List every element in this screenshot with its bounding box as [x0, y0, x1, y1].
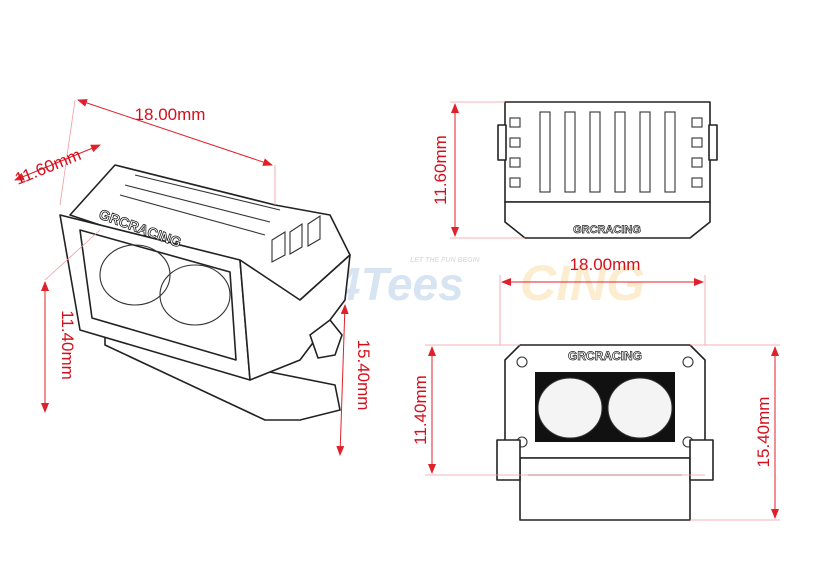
dim-top-depth: 11.60mm: [431, 135, 450, 205]
product-logo-front: GRCRACING: [568, 349, 642, 363]
isometric-view: GRCRACING: [59, 164, 351, 421]
dim-front-total-height: 15.40mm: [754, 397, 773, 468]
top-view: GRCRACING: [497, 101, 718, 239]
svg-text:4Tees: 4Tees: [334, 258, 464, 310]
front-view: GRCRACING: [496, 344, 714, 521]
lens-frame: [79, 229, 237, 361]
dim-iso-total-height: 15.40mm: [354, 340, 373, 411]
dim-iso-height: 11.40mm: [58, 310, 77, 380]
product-logo-top: GRCRACING: [573, 224, 641, 236]
dim-front-width: 18.00mm: [570, 255, 641, 274]
front-bracket: [519, 457, 691, 521]
housing-side: [239, 254, 351, 381]
dim-front-height: 11.40mm: [411, 375, 430, 445]
dim-iso-depth: 11.60mm: [12, 145, 84, 189]
dim-iso-length: 18.00mm: [135, 105, 206, 124]
svg-text:LET THE FUN BEGIN: LET THE FUN BEGIN: [410, 257, 481, 264]
